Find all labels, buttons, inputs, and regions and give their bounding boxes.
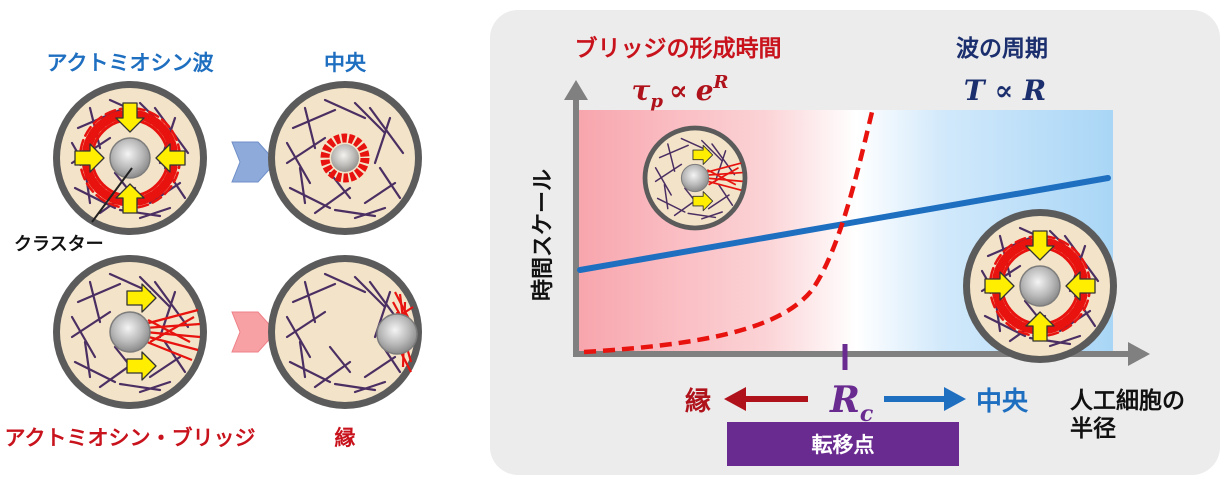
x-axis-label-line1: 人工細胞の: [1070, 387, 1185, 414]
label-actomyosin-wave: アクトミオシン波: [47, 51, 215, 75]
label-actomyosin-bridge: アクトミオシン・ブリッジ: [5, 426, 256, 450]
rc-label: Rc: [829, 379, 874, 427]
label-cluster: クラスター: [14, 234, 104, 255]
bridge-formula: τp∝eR: [631, 72, 728, 112]
arrow-wave-to-center: [231, 141, 277, 183]
transition-point-box: [727, 422, 959, 466]
cell-edge: [268, 255, 422, 409]
cell-wave: [53, 81, 207, 235]
center-direction-label: 中央: [976, 387, 1029, 417]
left-panel: アクトミオシン波 中央 クラスター: [5, 51, 422, 450]
plot-cell-wave: [963, 209, 1117, 363]
wave-period-title: 波の周期: [956, 36, 1048, 62]
arrow-to-edge: [724, 387, 808, 411]
bridge-time-title: ブリッジの形成時間: [575, 35, 782, 62]
y-axis-label: 時間スケール: [531, 169, 556, 301]
x-axis-label-line2: 半径: [1070, 416, 1116, 442]
cluster-core: [109, 137, 151, 179]
plot-cell-bridge: [642, 125, 748, 231]
x-axis-arrowhead: [1128, 342, 1150, 366]
arrow-bridge-to-edge: [231, 311, 277, 353]
label-center: 中央: [324, 51, 367, 75]
central-ring: [320, 133, 370, 183]
arrow-to-center: [884, 387, 966, 411]
right-panel: ブリッジの形成時間 τp∝eR 波の周期 T ∝ R 時間スケール 人工細胞の …: [490, 10, 1220, 475]
transition-point-label: 転移点: [812, 433, 875, 457]
y-axis-arrowhead: [564, 80, 588, 100]
bridge-filaments: [141, 308, 201, 362]
label-edge: 縁: [335, 426, 356, 450]
cell-bridge: [53, 255, 207, 409]
cluster-pointer: [91, 167, 133, 223]
bridge-time-curve: [583, 111, 875, 355]
wave-formula: T ∝ R: [964, 74, 1046, 107]
cell-center: [268, 81, 422, 235]
edge-direction-label: 縁: [685, 386, 711, 417]
